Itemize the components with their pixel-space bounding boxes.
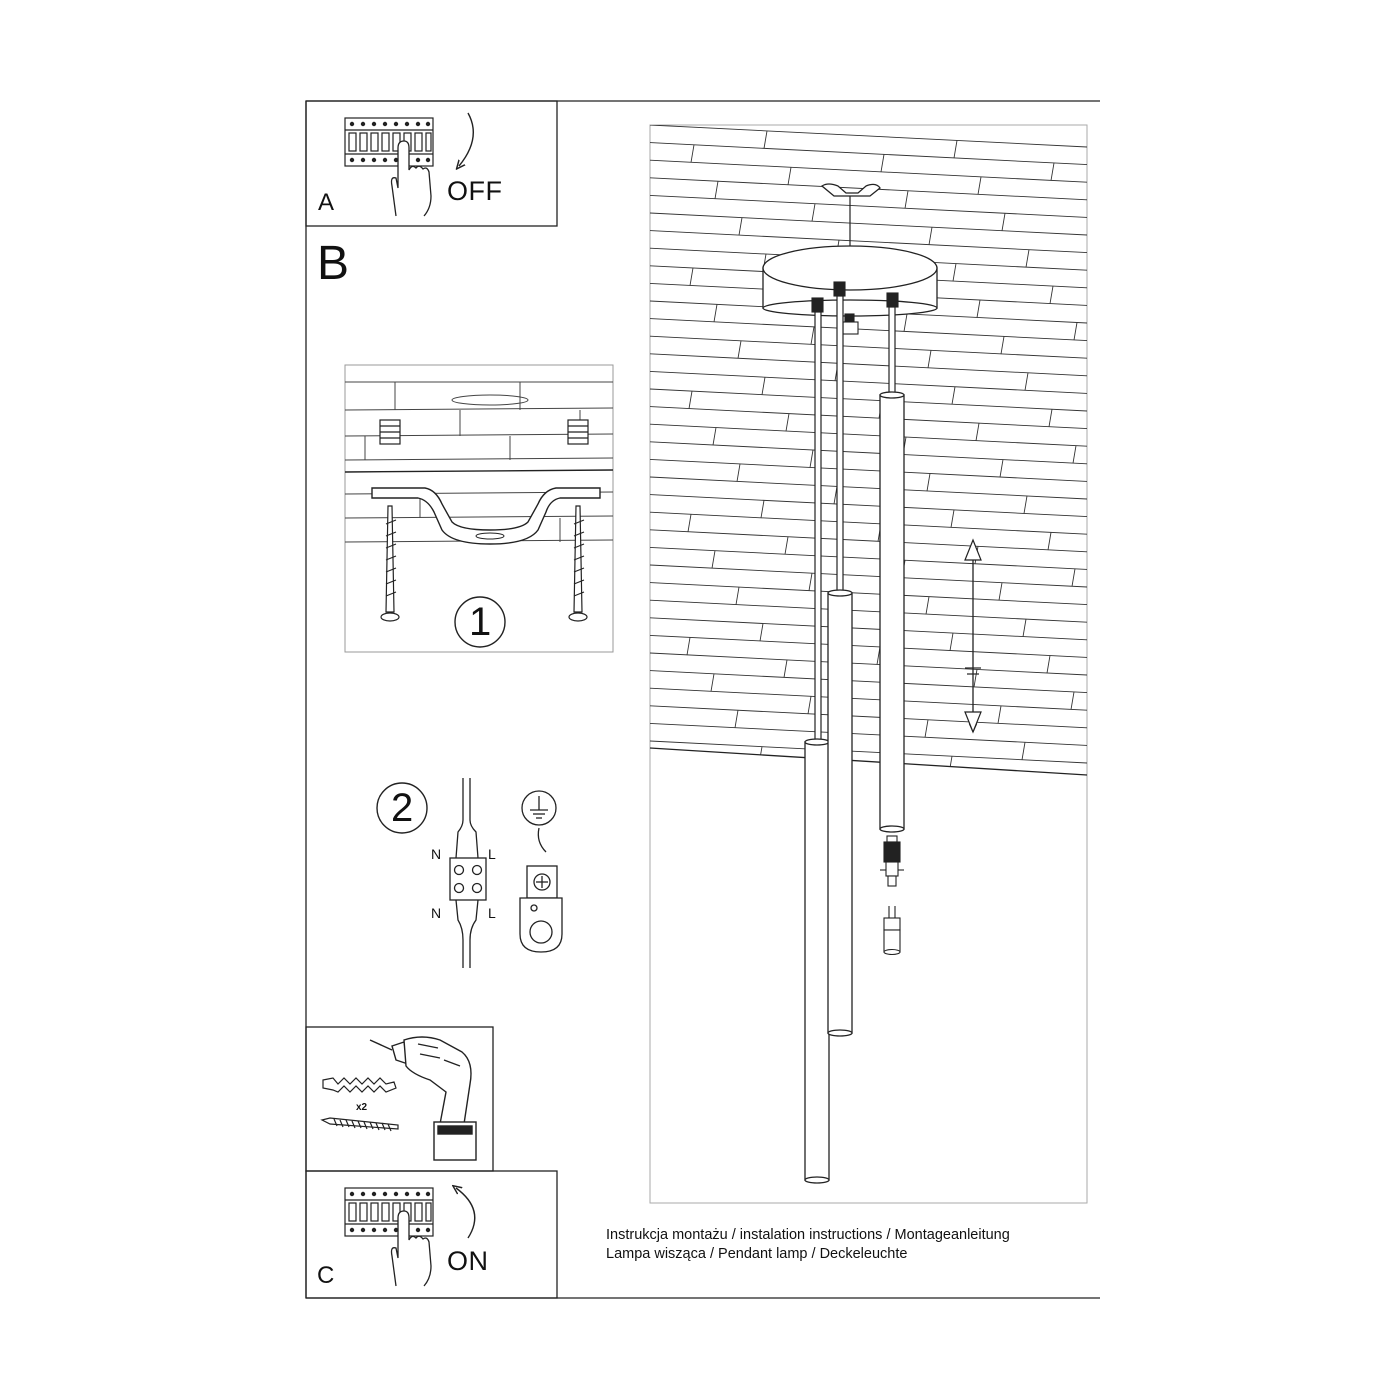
- pendant-tube-short: [879, 391, 905, 833]
- wire-l-bottom-label: L: [488, 905, 496, 921]
- wire-n-top-label: N: [431, 846, 442, 862]
- panel-c-label: C: [317, 1262, 335, 1289]
- bulb-icon: [883, 906, 901, 956]
- pendant-tube-long: [804, 738, 830, 1184]
- ground-terminal-icon: [519, 865, 563, 953]
- ceiling-boards: [650, 125, 1087, 775]
- caption-line-1: Instrukcja montażu / instalation instruc…: [606, 1227, 1010, 1243]
- ceiling-detail-frame: [344, 364, 614, 653]
- mounting-bracket-icon: [371, 487, 601, 545]
- hand-icon: [390, 140, 432, 217]
- connector-block: [842, 321, 859, 335]
- ceiling-bracket-icon: [820, 183, 881, 197]
- anchor-count-label: x2: [356, 1102, 368, 1113]
- ceiling-canopy: [762, 245, 938, 317]
- illustration-frame: [649, 124, 1088, 1204]
- off-label: OFF: [447, 176, 503, 206]
- caption-line-2: Lampa wisząca / Pendant lamp / Deckeleuc…: [606, 1246, 908, 1262]
- panel-a-label: A: [318, 189, 335, 216]
- bulb-socket-icon: [880, 835, 904, 887]
- ground-symbol-icon: [521, 790, 557, 853]
- step-two-circle: [376, 782, 428, 834]
- breaker-panel-icon: [344, 1187, 434, 1237]
- on-label: ON: [447, 1246, 489, 1276]
- pendant-tube-medium: [827, 589, 853, 1037]
- panel-b-label: B: [317, 237, 350, 290]
- curved-arrow-down-icon: [459, 112, 474, 166]
- wall-anchor-icon: [322, 1077, 397, 1093]
- terminal-block-icon: [449, 778, 487, 968]
- breaker-panel-icon: [344, 117, 434, 167]
- ceiling-edge: [649, 747, 1088, 776]
- wire-l-top-label: L: [488, 846, 496, 862]
- step-one-circle: [454, 596, 506, 648]
- ceiling-detail: [345, 381, 613, 543]
- step-two-number: 2: [391, 786, 414, 830]
- wire-n-bottom-label: N: [431, 905, 442, 921]
- step-one-number: 1: [469, 600, 492, 644]
- height-adjust-arrow-heads: [964, 538, 982, 734]
- screw-icon: [380, 505, 588, 622]
- wall-plug-icon: [379, 419, 589, 445]
- screw-icon: [320, 1117, 399, 1132]
- drill-icon: [369, 1036, 477, 1161]
- curved-arrow-up-icon: [456, 1188, 476, 1239]
- page-frame: [305, 100, 1100, 1299]
- hand-icon: [390, 1210, 432, 1287]
- bracket-hole: [475, 532, 505, 540]
